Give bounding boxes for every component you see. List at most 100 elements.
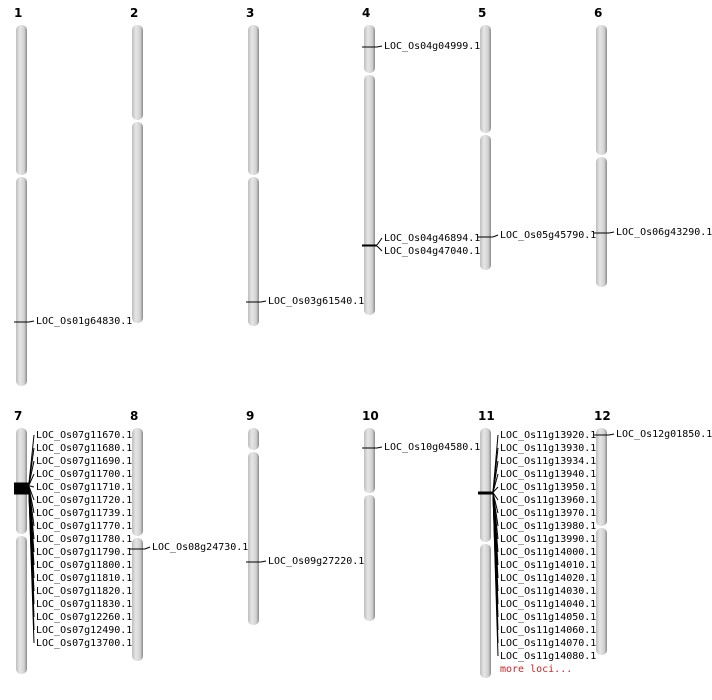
locus-label[interactable]: LOC_Os07g11810.1 — [36, 573, 132, 584]
locus-connector-line — [28, 486, 35, 501]
locus-label[interactable]: LOC_Os07g11670.1 — [36, 430, 132, 441]
locus-label[interactable]: LOC_Os01g64830.1 — [36, 316, 132, 327]
locus-label[interactable]: LOC_Os04g04999.1 — [384, 41, 480, 52]
locus-connector-line — [28, 473, 35, 486]
chromosome-arm-p[interactable] — [596, 25, 607, 155]
chromosome-number: 6 — [594, 6, 602, 20]
locus-label[interactable]: LOC_Os07g11680.1 — [36, 443, 132, 454]
chromosome-arm-q[interactable] — [480, 135, 491, 270]
locus-label[interactable]: LOC_Os07g11820.1 — [36, 586, 132, 597]
locus-label[interactable]: LOC_Os11g14000.1 — [500, 547, 596, 558]
locus-connector-line — [492, 493, 499, 657]
chromosome-arm-q[interactable] — [16, 177, 27, 386]
chromosome-number: 10 — [362, 409, 379, 423]
locus-label[interactable]: LOC_Os11g13980.1 — [500, 521, 596, 532]
locus-label[interactable]: LOC_Os11g13930.1 — [500, 443, 596, 454]
chromosome-arm-q[interactable] — [248, 177, 259, 326]
chromosome-arm-q[interactable] — [364, 495, 375, 621]
locus-label[interactable]: LOC_Os11g13990.1 — [500, 534, 596, 545]
chromosome-arm-p[interactable] — [248, 428, 259, 450]
locus-label[interactable]: LOC_Os11g14070.1 — [500, 638, 596, 649]
locus-label[interactable]: LOC_Os03g61540.1 — [268, 296, 364, 307]
locus-label[interactable]: LOC_Os10g04580.1 — [384, 442, 480, 453]
chromosome-arm-p[interactable] — [480, 25, 491, 133]
locus-label[interactable]: LOC_Os11g14050.1 — [500, 612, 596, 623]
locus-label[interactable]: LOC_Os07g11700.1 — [36, 469, 132, 480]
chromosome-arm-p[interactable] — [364, 428, 375, 493]
locus-connector-line — [608, 433, 615, 436]
locus-label[interactable]: LOC_Os11g13934.1 — [500, 456, 596, 467]
chromosome-arm-q[interactable] — [596, 528, 607, 655]
locus-label[interactable]: LOC_Os07g12490.1 — [36, 625, 132, 636]
locus-connector-line — [376, 237, 383, 246]
locus-label[interactable]: LOC_Os11g13940.1 — [500, 469, 596, 480]
locus-label[interactable]: LOC_Os11g13920.1 — [500, 430, 596, 441]
locus-label[interactable]: LOC_Os06g43290.1 — [616, 227, 712, 238]
chromosome-number: 5 — [478, 6, 486, 20]
locus-connector-line — [492, 486, 499, 493]
locus-label[interactable]: LOC_Os11g14020.1 — [500, 573, 596, 584]
locus-label[interactable]: LOC_Os07g13700.1 — [36, 638, 132, 649]
locus-label[interactable]: LOC_Os11g14040.1 — [500, 599, 596, 610]
chromosome-arm-p[interactable] — [16, 25, 27, 175]
locus-label[interactable]: LOC_Os11g13970.1 — [500, 508, 596, 519]
chromosome-arm-q[interactable] — [132, 122, 143, 323]
locus-label[interactable]: LOC_Os07g11770.1 — [36, 521, 132, 532]
chromosome-number: 4 — [362, 6, 370, 20]
locus-label[interactable]: LOC_Os09g27220.1 — [268, 556, 364, 567]
locus-label[interactable]: LOC_Os11g13950.1 — [500, 482, 596, 493]
chromosome-arm-p[interactable] — [248, 25, 259, 175]
chromosome-arm-q[interactable] — [480, 544, 491, 678]
chromosome-number: 7 — [14, 409, 22, 423]
locus-connector-line — [28, 320, 35, 323]
locus-label[interactable]: LOC_Os07g11739.1 — [36, 508, 132, 519]
locus-label[interactable]: LOC_Os04g46894.1 — [384, 233, 480, 244]
chromosome-arm-q[interactable] — [16, 536, 27, 674]
locus-label[interactable]: LOC_Os11g14030.1 — [500, 586, 596, 597]
locus-label[interactable]: LOC_Os11g14010.1 — [500, 560, 596, 571]
chromosome-arm-p[interactable] — [16, 428, 27, 534]
locus-connector-line — [376, 245, 383, 252]
locus-label[interactable]: LOC_Os11g14060.1 — [500, 625, 596, 636]
locus-connector-line — [492, 492, 499, 501]
chromosome-number: 3 — [246, 6, 254, 20]
locus-label[interactable]: LOC_Os07g11710.1 — [36, 482, 132, 493]
locus-label[interactable]: LOC_Os07g11830.1 — [36, 599, 132, 610]
locus-connector-line — [28, 493, 35, 644]
locus-connector-line — [376, 45, 383, 48]
chromosome-number: 9 — [246, 409, 254, 423]
chromosome-arm-q[interactable] — [596, 157, 607, 287]
chromosome-arm-p[interactable] — [480, 428, 491, 542]
chromosome-arm-p[interactable] — [132, 428, 143, 536]
chromosome-number: 11 — [478, 409, 495, 423]
locus-label[interactable]: LOC_Os07g11720.1 — [36, 495, 132, 506]
locus-connector-line — [28, 460, 35, 485]
chromosome-number: 12 — [594, 409, 611, 423]
locus-connector-line — [28, 447, 35, 484]
locus-label[interactable]: LOC_Os07g11790.1 — [36, 547, 132, 558]
chromosome-arm-q[interactable] — [248, 452, 259, 625]
chromosome-arm-q[interactable] — [132, 538, 143, 661]
locus-label[interactable]: LOC_Os07g12260.1 — [36, 612, 132, 623]
locus-connector-line — [260, 560, 267, 563]
locus-label[interactable]: LOC_Os07g11690.1 — [36, 456, 132, 467]
chromosome-arm-p[interactable] — [596, 428, 607, 526]
locus-connector-line — [608, 231, 615, 234]
locus-label[interactable]: LOC_Os05g45790.1 — [500, 230, 596, 241]
more-loci-link[interactable]: more loci... — [500, 664, 572, 675]
locus-label[interactable]: LOC_Os08g24730.1 — [152, 542, 248, 553]
locus-connector-line — [260, 300, 267, 303]
locus-label[interactable]: LOC_Os11g14080.1 — [500, 651, 596, 662]
locus-label[interactable]: LOC_Os11g13960.1 — [500, 495, 596, 506]
locus-label[interactable]: LOC_Os12g01850.1 — [616, 429, 712, 440]
locus-label[interactable]: LOC_Os07g11780.1 — [36, 534, 132, 545]
locus-connector-line — [492, 234, 499, 238]
chromosome-arm-p[interactable] — [132, 25, 143, 120]
chromosome-arm-q[interactable] — [364, 75, 375, 315]
locus-connector-line — [376, 446, 383, 449]
locus-label[interactable]: LOC_Os04g47040.1 — [384, 246, 480, 257]
chromosome-arm-p[interactable] — [364, 25, 375, 73]
locus-label[interactable]: LOC_Os07g11800.1 — [36, 560, 132, 571]
locus-connector-line — [144, 546, 151, 550]
